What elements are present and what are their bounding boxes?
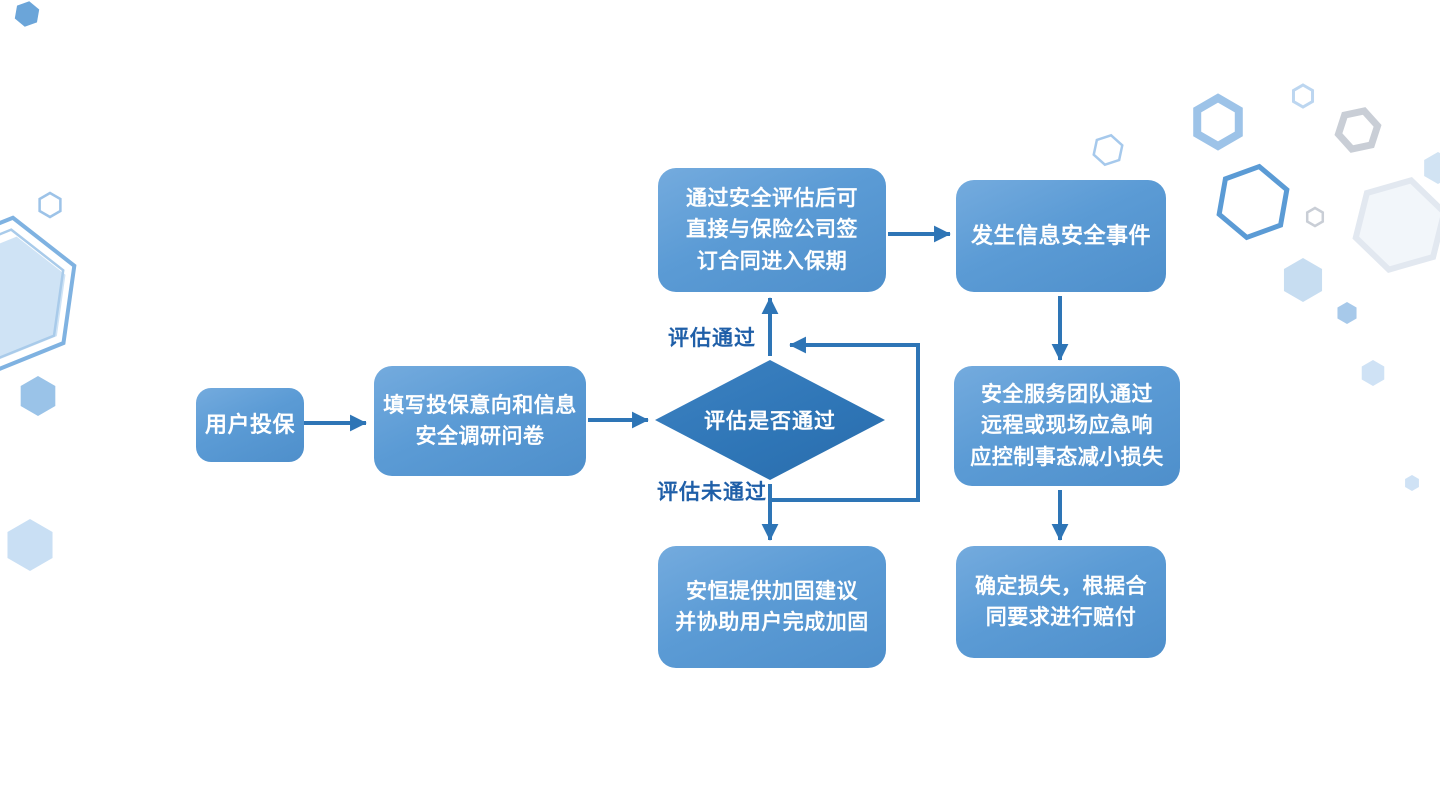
node-pass-contract: 通过安全评估后可 直接与保险公司签 订合同进入保期 bbox=[658, 168, 886, 292]
edge-label-pass: 评估通过 bbox=[668, 326, 756, 350]
node-compensation: 确定损失，根据合 同要求进行赔付 bbox=[956, 546, 1166, 658]
node-response: 安全服务团队通过 远程或现场应急响 应控制事态减小损失 bbox=[954, 366, 1180, 486]
node-questionnaire: 填写投保意向和信息 安全调研问卷 bbox=[374, 366, 586, 476]
node-start: 用户投保 bbox=[196, 388, 304, 462]
node-reinforce: 安恒提供加固建议 并协助用户完成加固 bbox=[658, 546, 886, 668]
edge-label-fail: 评估未通过 bbox=[657, 480, 767, 504]
edge-reinforce-loop-back bbox=[772, 336, 920, 502]
node-incident: 发生信息安全事件 bbox=[956, 180, 1166, 292]
